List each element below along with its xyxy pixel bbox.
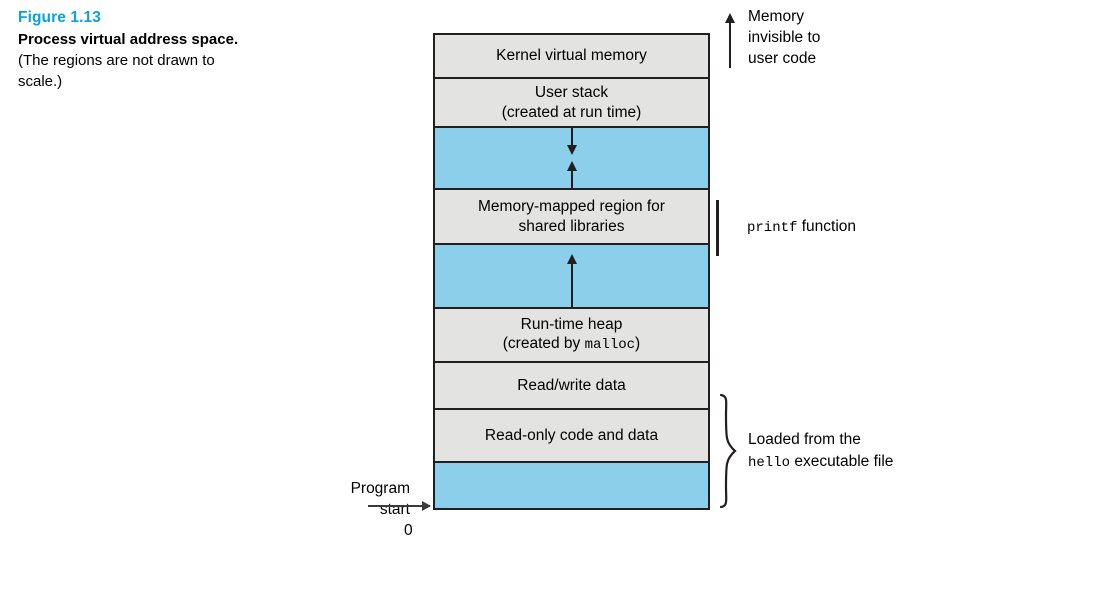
zero-address-label: 0 (404, 522, 413, 539)
virtual-address-space-diagram: Kernel virtual memory User stack (create… (433, 33, 710, 510)
heap-grows-up-arrow (570, 263, 573, 307)
region-heap-subtitle: (created by malloc) (502, 335, 641, 353)
figure-caption-text: Process virtual address space. (The regi… (18, 29, 258, 92)
figure-number: Figure 1.13 (18, 9, 101, 26)
figure-caption: Figure 1.13 Process virtual address spac… (18, 8, 258, 92)
program-start-label: Program start (300, 478, 410, 520)
region-user-stack: User stack (created at run time) (435, 79, 708, 128)
region-stack-growth-gap (435, 128, 708, 190)
memory-invisible-line-2: invisible to (748, 29, 821, 46)
loaded-from-executable-label: Loaded from the hello executable file (748, 429, 893, 474)
region-run-time-heap: Run-time heap (created by malloc) (435, 309, 708, 363)
region-label: Read-only code and data (484, 426, 659, 444)
memory-invisible-label: Memory invisible to user code (748, 6, 820, 69)
memory-invisible-line-1: Memory (748, 8, 804, 25)
loaded-line-1: Loaded from the (748, 431, 861, 448)
region-read-only-code-and-data: Read-only code and data (435, 410, 708, 463)
hello-text: hello (748, 455, 791, 471)
region-label: Kernel virtual memory (496, 47, 647, 65)
region-read-write-data: Read/write data (435, 363, 708, 410)
printf-bracket-line (716, 200, 719, 256)
stack-gap-up-arrow (570, 170, 573, 188)
malloc-text: malloc (584, 337, 636, 353)
region-label: Run-time heap (created by malloc) (497, 315, 646, 356)
printf-function-label: printf function (747, 216, 856, 239)
memory-invisible-line-3: user code (748, 50, 817, 67)
loaded-line-2: hello executable file (748, 451, 893, 474)
printf-text: printf (747, 220, 798, 236)
stack-grows-down-arrow (570, 128, 573, 146)
region-kernel-virtual-memory: Kernel virtual memory (435, 35, 708, 79)
region-heap-growth-gap (435, 245, 708, 309)
region-reserved-low-memory (435, 463, 708, 508)
region-label: User stack (created at run time) (501, 84, 642, 121)
printf-function-suffix: function (797, 218, 857, 235)
loaded-line-2-suffix: executable file (790, 453, 894, 470)
memory-invisible-arrow-icon (729, 22, 731, 68)
figure-note: (The regions are not drawn to scale.) (18, 52, 215, 90)
program-start-line-2: start (379, 501, 410, 518)
region-label: Memory-mapped region for shared librarie… (478, 198, 665, 235)
program-start-pointer-arrow (368, 501, 431, 511)
region-memory-mapped-shared-libraries: Memory-mapped region for shared librarie… (435, 190, 708, 245)
loaded-from-brace-icon (719, 393, 737, 509)
program-start-line-1: Program (350, 480, 410, 497)
figure-title: Process virtual address space. (18, 31, 239, 48)
region-label: Read/write data (517, 376, 626, 394)
